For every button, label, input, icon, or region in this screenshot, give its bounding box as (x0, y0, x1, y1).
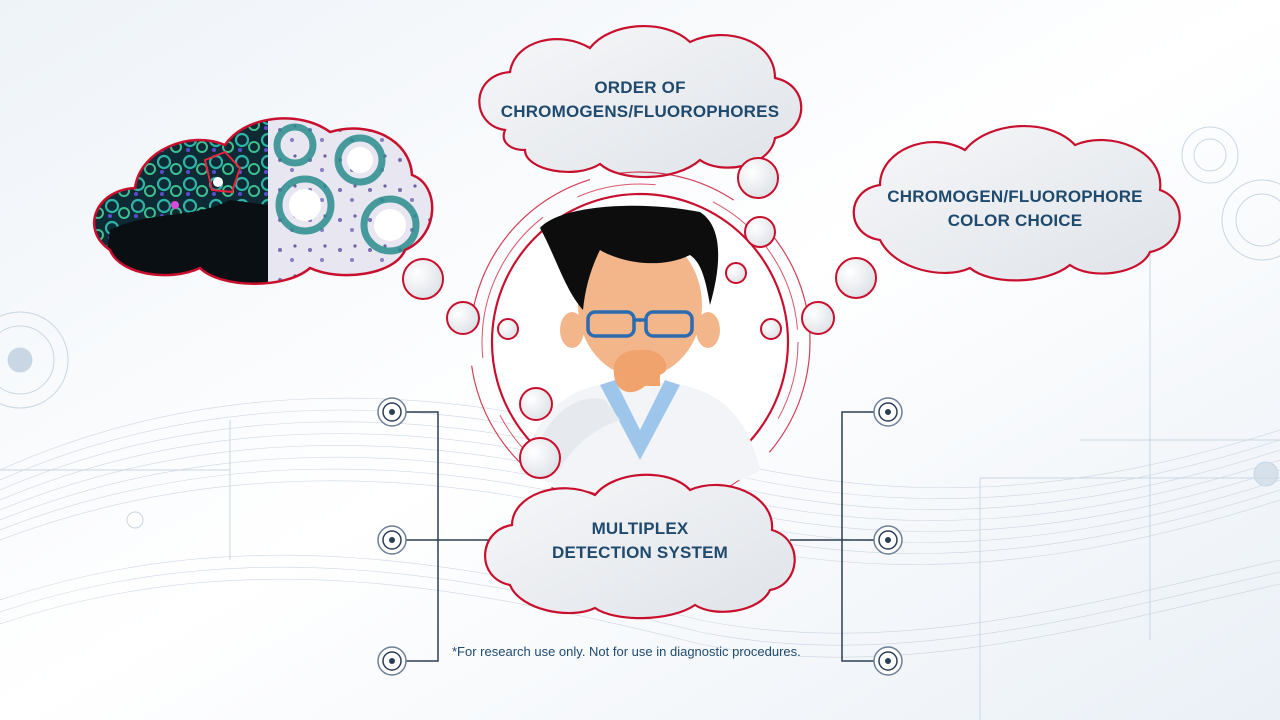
glasses (586, 310, 694, 338)
cloud-color-shape (852, 125, 1181, 282)
target-node-icon-right-top (873, 397, 903, 427)
cloud-multiplex-label: MULTIPLEX DETECTION SYSTEM (480, 517, 800, 565)
cloud-multiplex-line2: DETECTION SYSTEM (551, 543, 729, 562)
target-node-icon-right-middle (873, 525, 903, 555)
cloud-color-choice-label: CHROMOGEN/FLUOROPHORE COLOR CHOICE (850, 185, 1180, 233)
target-node-icon-right-bottom (873, 646, 903, 676)
cloud-order-line1: ORDER OF (594, 78, 686, 97)
disclaimer-text: *For research use only. Not for use in d… (452, 644, 801, 659)
cloud-multiplex-line1: MULTIPLEX (591, 519, 689, 538)
scientist-illustration (469, 171, 811, 513)
cloud-color-line1: CHROMOGEN/FLUOROPHORE (887, 187, 1143, 206)
cloud-order-label: ORDER OF CHROMOGENS/FLUOROPHORES (470, 76, 810, 124)
background-circuit (0, 126, 1280, 720)
target-node-icon-left-middle (377, 525, 407, 555)
connector-lines (392, 411, 888, 662)
thought-bubbles (402, 157, 877, 479)
cloud-order-shape (478, 25, 803, 179)
cloud-color-line2: COLOR CHOICE (947, 211, 1083, 230)
cloud-order-line2: CHROMOGENS/FLUOROPHORES (500, 102, 780, 121)
target-node-icon-left-bottom (377, 646, 407, 676)
target-node-icon-left-top (377, 397, 407, 427)
cloud-multiplex-shape (484, 473, 796, 620)
